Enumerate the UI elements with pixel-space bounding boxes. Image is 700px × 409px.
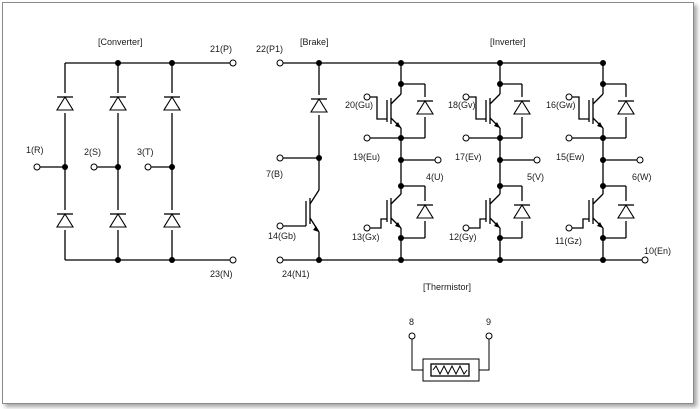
diode-lower-3 <box>163 210 181 230</box>
label-gv: 18(Gv) <box>448 100 476 110</box>
inverter-diode-upper-w <box>617 97 635 117</box>
terminal-emitter-upper-v <box>462 134 470 142</box>
terminal-gate-upper-v <box>462 93 470 101</box>
label-en: 10(En) <box>644 246 671 256</box>
label-9: 9 <box>486 317 491 327</box>
brake-diode <box>310 95 328 115</box>
label-gz: 11(Gz) <box>555 236 582 246</box>
converter-section: 1(R) 2(S) 3(T) 21(P) 23(N) <box>26 44 237 279</box>
terminal-gate-upper-w <box>565 93 573 101</box>
inverter-section <box>363 60 644 263</box>
label-p: 21(P) <box>210 44 232 54</box>
inverter-diode-lower-u <box>416 201 434 221</box>
inverter-diode-upper-u <box>416 97 434 117</box>
terminal-8 <box>408 332 416 340</box>
terminal-emitter-upper-w <box>565 134 573 142</box>
terminal-output-u <box>434 156 442 164</box>
label-t: 3(T) <box>137 147 154 157</box>
terminal-gate-upper-u <box>363 93 371 101</box>
terminal-n1 <box>276 256 284 264</box>
brake-section: 22(P1) 7(B) 14(Gb) 24(N1) <box>256 44 642 279</box>
terminal-b <box>276 154 284 162</box>
label-n: 23(N) <box>210 269 233 279</box>
terminal-9 <box>485 332 493 340</box>
inverter-diode-lower-v <box>513 201 531 221</box>
terminal-t <box>144 163 152 171</box>
label-ev: 17(Ev) <box>455 152 482 162</box>
brake-igbt <box>305 189 320 233</box>
label-b: 7(B) <box>266 169 283 179</box>
inverter-leg-v <box>462 60 541 263</box>
label-w: 6(W) <box>632 172 652 182</box>
terminal-s <box>90 163 98 171</box>
label-gw: 16(Gw) <box>546 100 576 110</box>
label-p1: 22(P1) <box>256 44 283 54</box>
inverter-leg-u <box>363 60 442 263</box>
terminal-gate-lower-v <box>462 224 470 232</box>
label-gu: 20(Gu) <box>345 100 373 110</box>
terminal-output-w <box>636 156 644 164</box>
label-n1: 24(N1) <box>282 269 310 279</box>
label-eu: 19(Eu) <box>353 152 380 162</box>
label-8: 8 <box>409 317 414 327</box>
diode-lower-2 <box>109 210 127 230</box>
terminal-gb <box>276 222 284 230</box>
label-s: 2(S) <box>84 147 101 157</box>
label-gy: 12(Gy) <box>449 232 477 242</box>
label-ew: 15(Ew) <box>556 152 585 162</box>
inverter-leg-w <box>565 60 644 263</box>
inverter-title: [Inverter] <box>490 37 526 47</box>
diode-upper-3 <box>163 93 181 113</box>
terminal-gate-lower-w <box>565 224 573 232</box>
diode-upper-2 <box>109 93 127 113</box>
thermistor-title: [Thermistor] <box>423 282 471 292</box>
terminal-output-v <box>533 156 541 164</box>
diode-upper-1 <box>56 93 74 113</box>
label-gb: 14(Gb) <box>268 231 296 241</box>
label-gx: 13(Gx) <box>352 232 380 242</box>
terminal-en <box>641 256 649 264</box>
diagram-frame <box>2 2 694 404</box>
terminal-gate-lower-u <box>363 224 371 232</box>
inverter-diode-upper-v <box>513 97 531 117</box>
label-v: 5(V) <box>527 172 544 182</box>
terminal-r <box>33 163 41 171</box>
label-u: 4(U) <box>426 172 444 182</box>
label-r: 1(R) <box>26 145 44 155</box>
thermistor-section: 8 9 <box>408 317 493 382</box>
terminal-p <box>229 59 237 67</box>
converter-title: [Converter] <box>98 37 143 47</box>
diode-lower-1 <box>56 210 74 230</box>
terminal-emitter-upper-u <box>363 134 371 142</box>
inverter-diode-lower-w <box>617 201 635 221</box>
brake-title: [Brake] <box>300 37 329 47</box>
terminal-p1 <box>276 59 284 67</box>
terminal-n <box>229 256 237 264</box>
